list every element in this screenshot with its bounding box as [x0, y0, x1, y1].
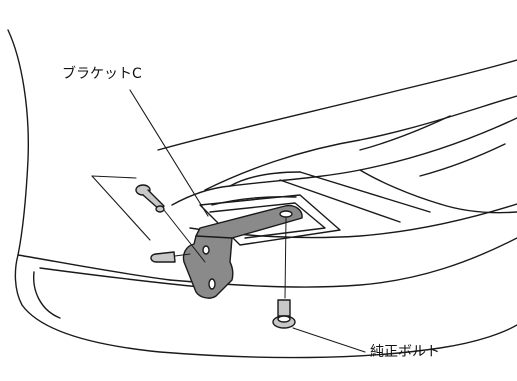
bracket-c: [182, 204, 303, 299]
bracket-hole-top: [279, 210, 293, 218]
leader-bolts-upper: [91, 175, 151, 241]
leader-bolts-split: [91, 175, 137, 179]
leader-oem-bolt: [292, 327, 366, 353]
assembly-axis: [163, 209, 287, 299]
leader-lines: [91, 89, 366, 353]
oem-bolt-label: 純正ボルト: [370, 344, 440, 360]
mounting-bolt-lower: [150, 251, 176, 263]
leader-bracket-c: [129, 89, 209, 217]
bracket-c-label: ブラケットC: [62, 66, 142, 82]
seat-cowl: [157, 59, 517, 239]
oem-bolt: [272, 299, 296, 329]
mounting-bolt-upper: [135, 184, 165, 213]
bracket-hole-side: [202, 245, 210, 255]
bracket-hole-bottom: [208, 278, 216, 290]
